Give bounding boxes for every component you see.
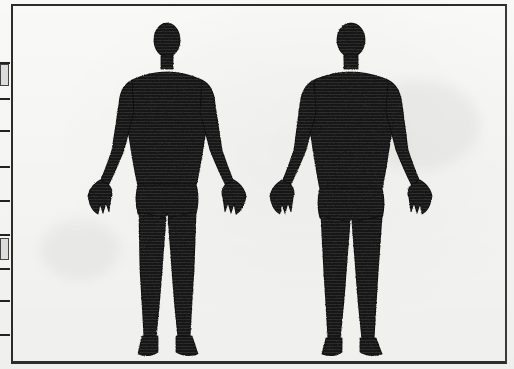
body-figure-back	[270, 23, 432, 356]
body-figure-front	[88, 23, 246, 356]
